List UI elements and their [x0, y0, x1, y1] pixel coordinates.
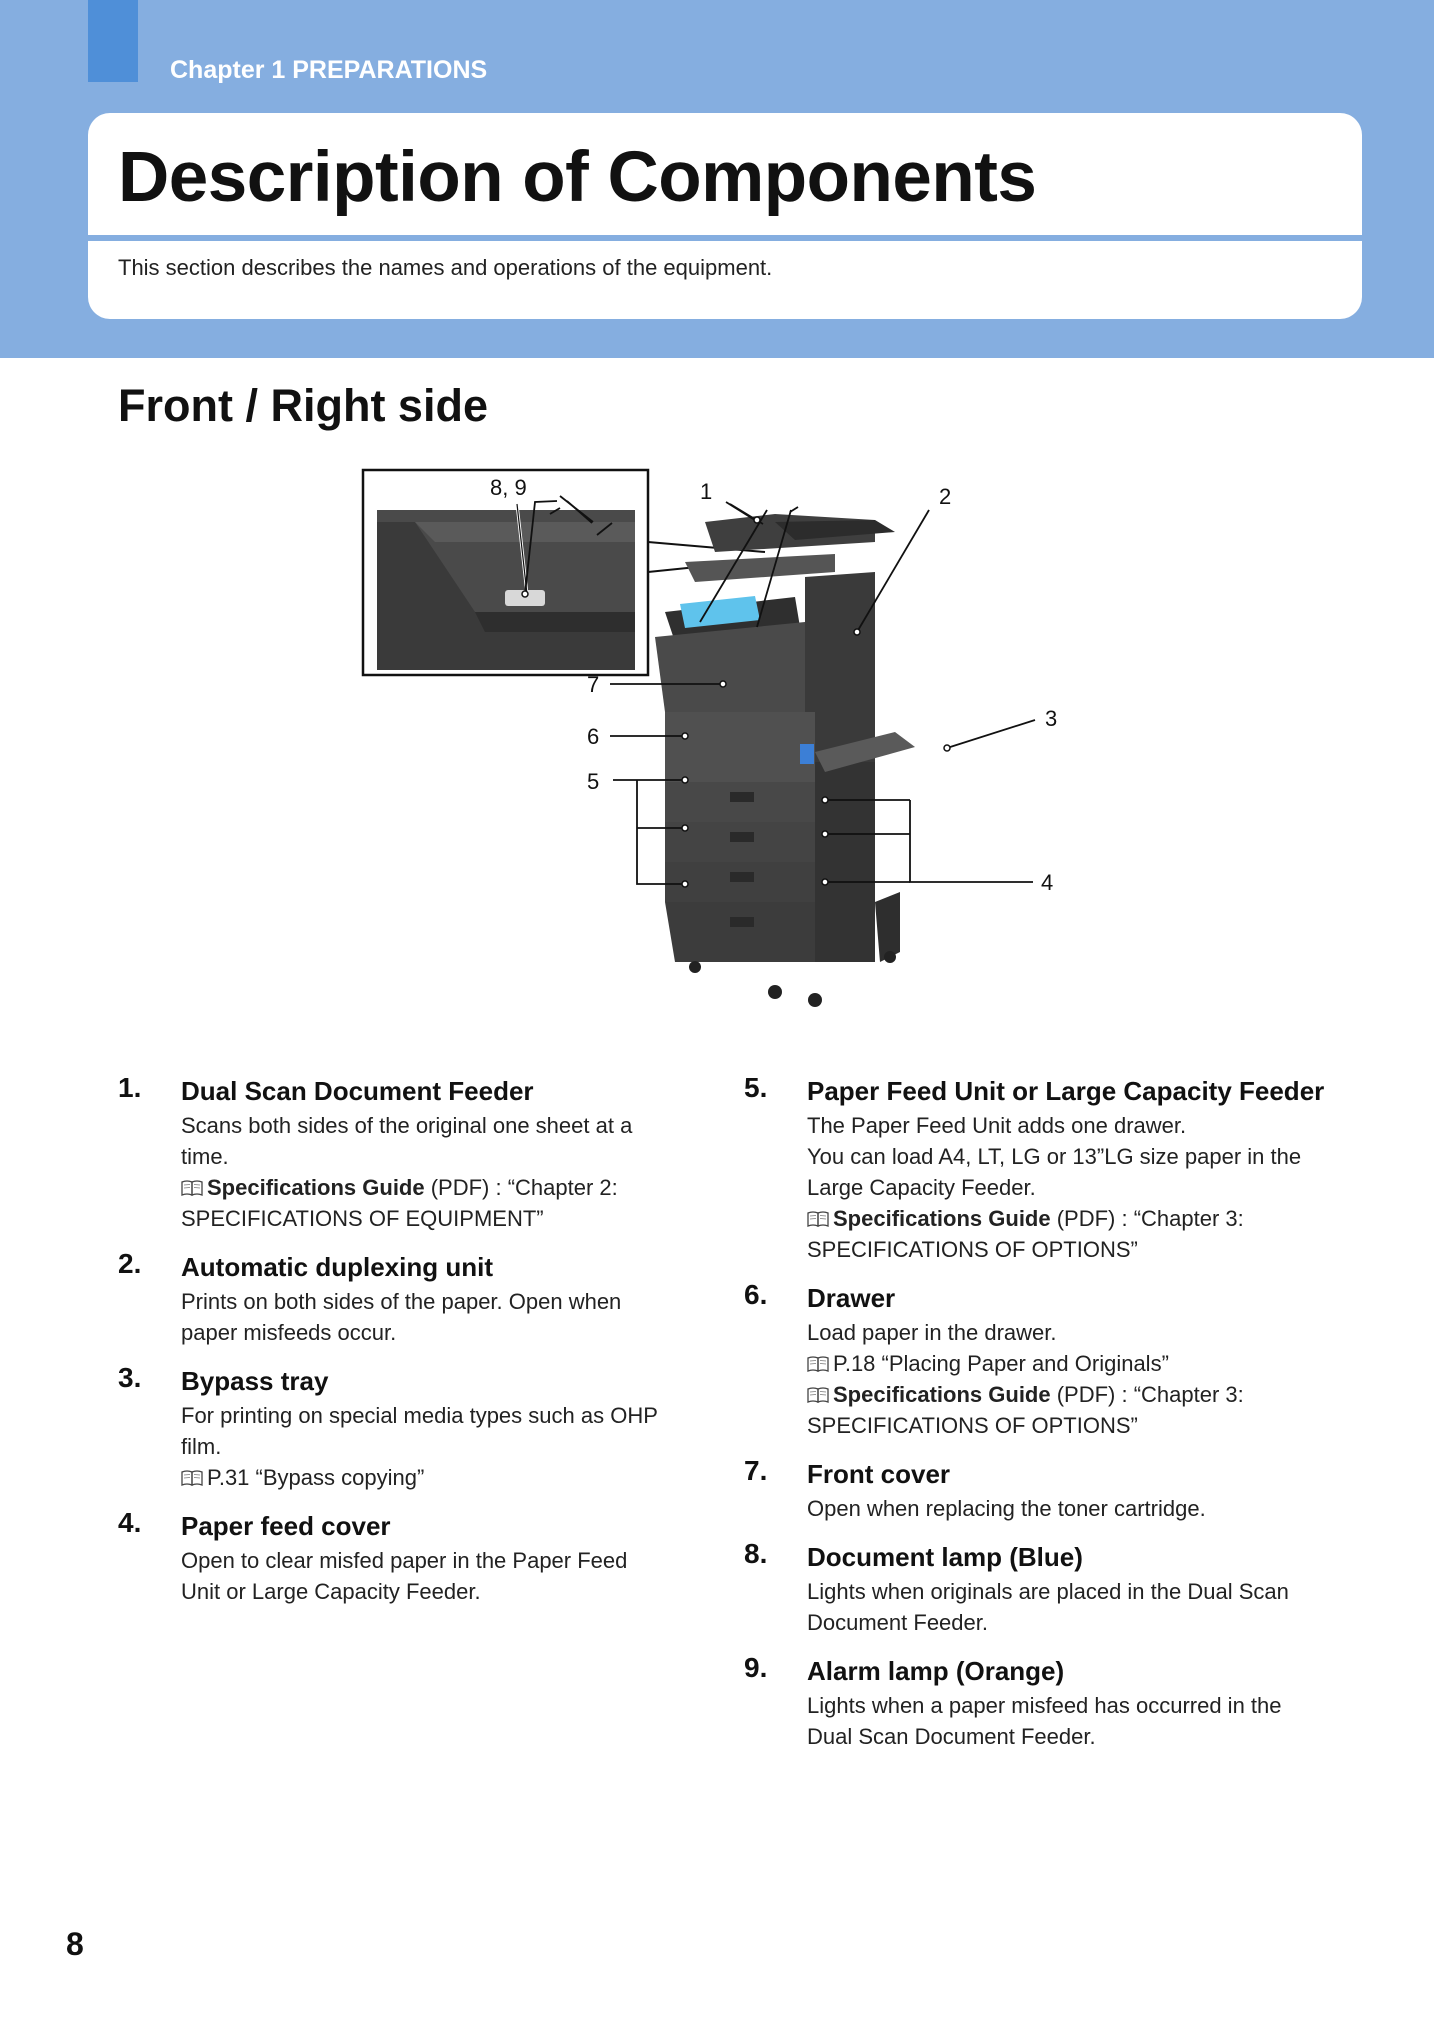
item-title: Alarm lamp (Orange) [807, 1656, 1065, 1686]
bypass-tray [815, 732, 915, 772]
component-list-right: 5. Paper Feed Unit or Large Capacity Feed… [744, 1072, 1334, 1766]
callout-4: 4 [1041, 870, 1053, 895]
reference-text: SPECIFICATIONS OF OPTIONS” [807, 1413, 1138, 1438]
callout-2: 2 [939, 484, 951, 509]
reference-text: P.31 “Bypass copying” [207, 1465, 425, 1490]
item-title: Automatic duplexing unit [181, 1252, 493, 1282]
book-icon [181, 1180, 203, 1196]
reference-link: SPECIFICATIONS OF OPTIONS” [807, 1410, 1334, 1441]
item-description: film. [181, 1434, 222, 1459]
item-description: Lights when a paper misfeed has occurred… [807, 1693, 1282, 1718]
item-description: For printing on special media types such… [181, 1403, 658, 1428]
callout-1: 1 [700, 479, 712, 504]
front-cover [665, 712, 815, 782]
reference-link[interactable]: Specifications Guide (PDF) : “Chapter 3: [807, 1203, 1334, 1234]
reference-link: SPECIFICATIONS OF EQUIPMENT” [181, 1203, 678, 1234]
component-item: 8. Document lamp (Blue) Lights when origin… [744, 1538, 1334, 1638]
item-title: Paper Feed Unit or Large Capacity Feeder [807, 1076, 1325, 1106]
callout-5: 5 [587, 769, 599, 794]
title-card: Description of Components This section d… [88, 113, 1362, 319]
item-title: Bypass tray [181, 1366, 329, 1396]
callout-3: 3 [1045, 706, 1057, 731]
reference-link[interactable]: P.31 “Bypass copying” [181, 1462, 678, 1493]
item-title: Drawer [807, 1283, 896, 1313]
item-number: 8. [744, 1538, 768, 1569]
page-intro: This section describes the names and ope… [118, 255, 773, 280]
item-number: 7. [744, 1455, 768, 1486]
component-item: 9. Alarm lamp (Orange) Lights when a paper… [744, 1652, 1334, 1752]
reference-title: Specifications Guide [833, 1382, 1051, 1407]
reference-text: (PDF) : “Chapter 3: [1050, 1382, 1244, 1407]
reference-text: (PDF) : “Chapter 3: [1050, 1206, 1244, 1231]
reference-link: SPECIFICATIONS OF OPTIONS” [807, 1234, 1334, 1265]
reference-link[interactable]: P.18 “Placing Paper and Originals” [807, 1348, 1334, 1379]
item-description: Load paper in the drawer. [807, 1320, 1057, 1345]
item-title: Dual Scan Document Feeder [181, 1076, 534, 1106]
reference-text: (PDF) : “Chapter 2: [424, 1175, 618, 1200]
item-number: 3. [118, 1362, 142, 1393]
document-lamp [505, 590, 545, 606]
item-number: 1. [118, 1072, 142, 1103]
item-description: Lights when originals are placed in the … [807, 1579, 1289, 1604]
item-number: 6. [744, 1279, 768, 1310]
item-title: Paper feed cover [181, 1511, 391, 1541]
callout-7: 7 [587, 672, 599, 697]
book-icon [807, 1356, 829, 1372]
section-heading: Front / Right side [118, 380, 488, 431]
printer-diagram: 8, 9 1 2 3 4 5 6 7 [355, 462, 1095, 1022]
item-title: Front cover [807, 1459, 951, 1489]
item-description: Large Capacity Feeder. [807, 1175, 1036, 1200]
reference-text: P.18 “Placing Paper and Originals” [833, 1351, 1169, 1376]
title-divider [88, 235, 1362, 241]
item-description: Unit or Large Capacity Feeder. [181, 1579, 481, 1604]
item-description: time. [181, 1144, 229, 1169]
callout-8-9: 8, 9 [490, 475, 527, 500]
item-title: Document lamp (Blue) [807, 1542, 1083, 1572]
item-description: Dual Scan Document Feeder. [807, 1724, 1096, 1749]
item-description: Scans both sides of the original one she… [181, 1113, 633, 1138]
item-description: The Paper Feed Unit adds one drawer. [807, 1113, 1187, 1138]
item-number: 4. [118, 1507, 142, 1538]
item-number: 2. [118, 1248, 142, 1279]
page-title: Description of Components [118, 138, 1037, 217]
book-icon [807, 1387, 829, 1403]
callout-6: 6 [587, 724, 599, 749]
touch-screen [680, 596, 760, 628]
book-icon [807, 1211, 829, 1227]
book-icon [181, 1470, 203, 1486]
reference-link[interactable]: Specifications Guide (PDF) : “Chapter 2: [181, 1172, 678, 1203]
reference-title: Specifications Guide [833, 1206, 1051, 1231]
printer-illustration: 8, 9 1 2 3 4 5 6 7 [361, 468, 1057, 1007]
reference-text: SPECIFICATIONS OF OPTIONS” [807, 1237, 1138, 1262]
item-description: Document Feeder. [807, 1610, 988, 1635]
duplex-unit [805, 572, 875, 762]
item-description: Open to clear misfed paper in the Paper … [181, 1548, 628, 1573]
item-number: 5. [744, 1072, 768, 1103]
component-item: 5. Paper Feed Unit or Large Capacity Feed… [744, 1072, 1334, 1265]
chapter-label: Chapter 1 PREPARATIONS [170, 56, 488, 84]
reference-text: SPECIFICATIONS OF EQUIPMENT” [181, 1206, 544, 1231]
item-description: Prints on both sides of the paper. Open … [181, 1289, 622, 1314]
item-description: paper misfeeds occur. [181, 1320, 397, 1345]
reference-link[interactable]: Specifications Guide (PDF) : “Chapter 3: [807, 1379, 1334, 1410]
chapter-tab-marker [88, 0, 138, 82]
item-description: Open when replacing the toner cartridge. [807, 1496, 1206, 1521]
item-description: You can load A4, LT, LG or 13”LG size pa… [807, 1144, 1302, 1169]
reference-title: Specifications Guide [207, 1175, 425, 1200]
page-number: 8 [66, 1926, 84, 1962]
item-number: 9. [744, 1652, 768, 1683]
